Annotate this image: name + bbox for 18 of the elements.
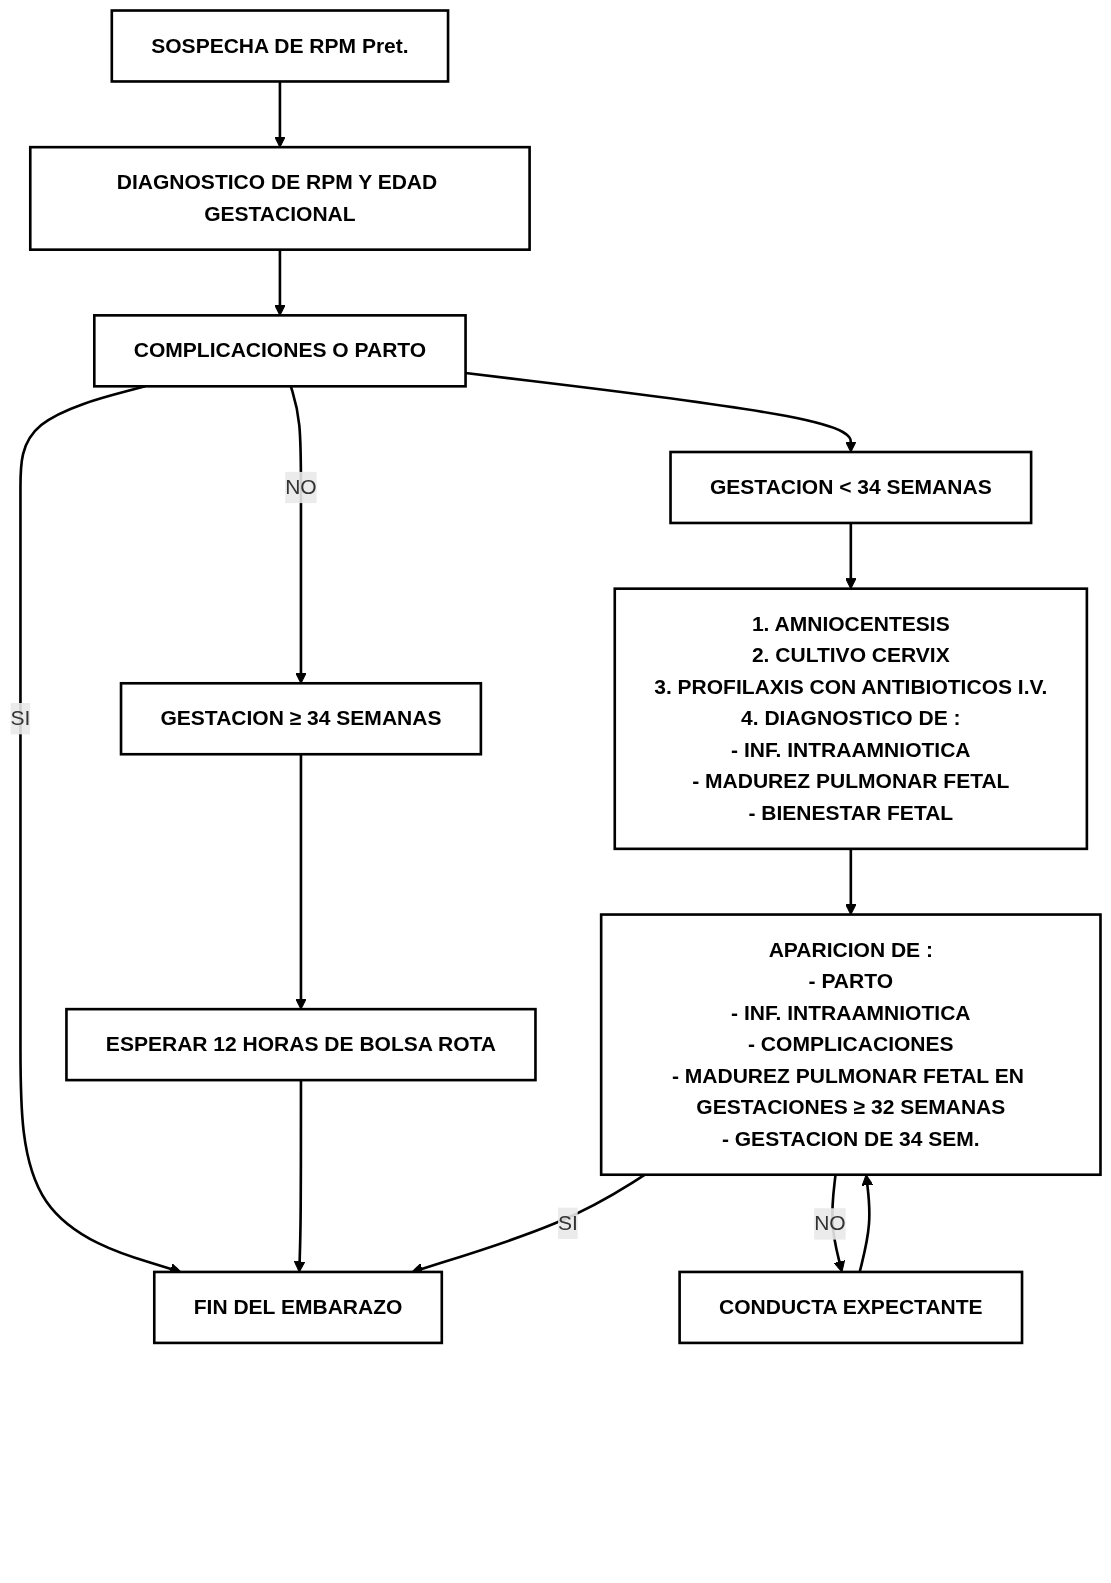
arrow: [465, 371, 857, 453]
edge-label: NO: [814, 1212, 846, 1235]
edge-label: SI: [558, 1211, 578, 1234]
node-box: FIN DEL EMBARAZO: [152, 1270, 444, 1345]
arrow: [274, 249, 286, 316]
node-box: ESPERAR 12 HORAS DE BOLSA ROTA: [65, 1007, 537, 1082]
arrow: [295, 754, 307, 1010]
node-box: COMPLICACIONES O PARTO: [93, 314, 467, 388]
node-box: DIAGNOSTICO DE RPM Y EDAD GESTACIONAL: [28, 145, 531, 251]
node-box: CONDUCTA EXPECTANTE: [678, 1270, 1024, 1345]
node-box: APARICION DE : - PARTO - INF. INTRAAMNIOTICA - COMPLICACIONES - MADUREZ PULMONAR FETAL EN GESTACIONES ≥ 32 SEMANAS - GESTACION DE 34 SEM.: [599, 913, 1102, 1177]
edge-label: SI: [10, 706, 31, 730]
node-box: SOSPECHA DE RPM Pret.: [110, 9, 450, 83]
node-box: 1. AMNIOCENTESIS 2. CULTIVO CERVIX 3. PROFILAXIS CON ANTIBIOTICOS I.V. 4. DIAGNOSTICO DE : - INF. INTRAAMNIOTICA - MADUREZ PULMONAR FETAL - BIENESTAR FETAL: [613, 587, 1089, 851]
node-box: GESTACION ≥ 34 SEMANAS: [119, 681, 483, 756]
edge-label: NO: [285, 475, 317, 499]
arrow: [274, 81, 286, 148]
node-box: GESTACION < 34 SEMANAS: [669, 450, 1033, 525]
